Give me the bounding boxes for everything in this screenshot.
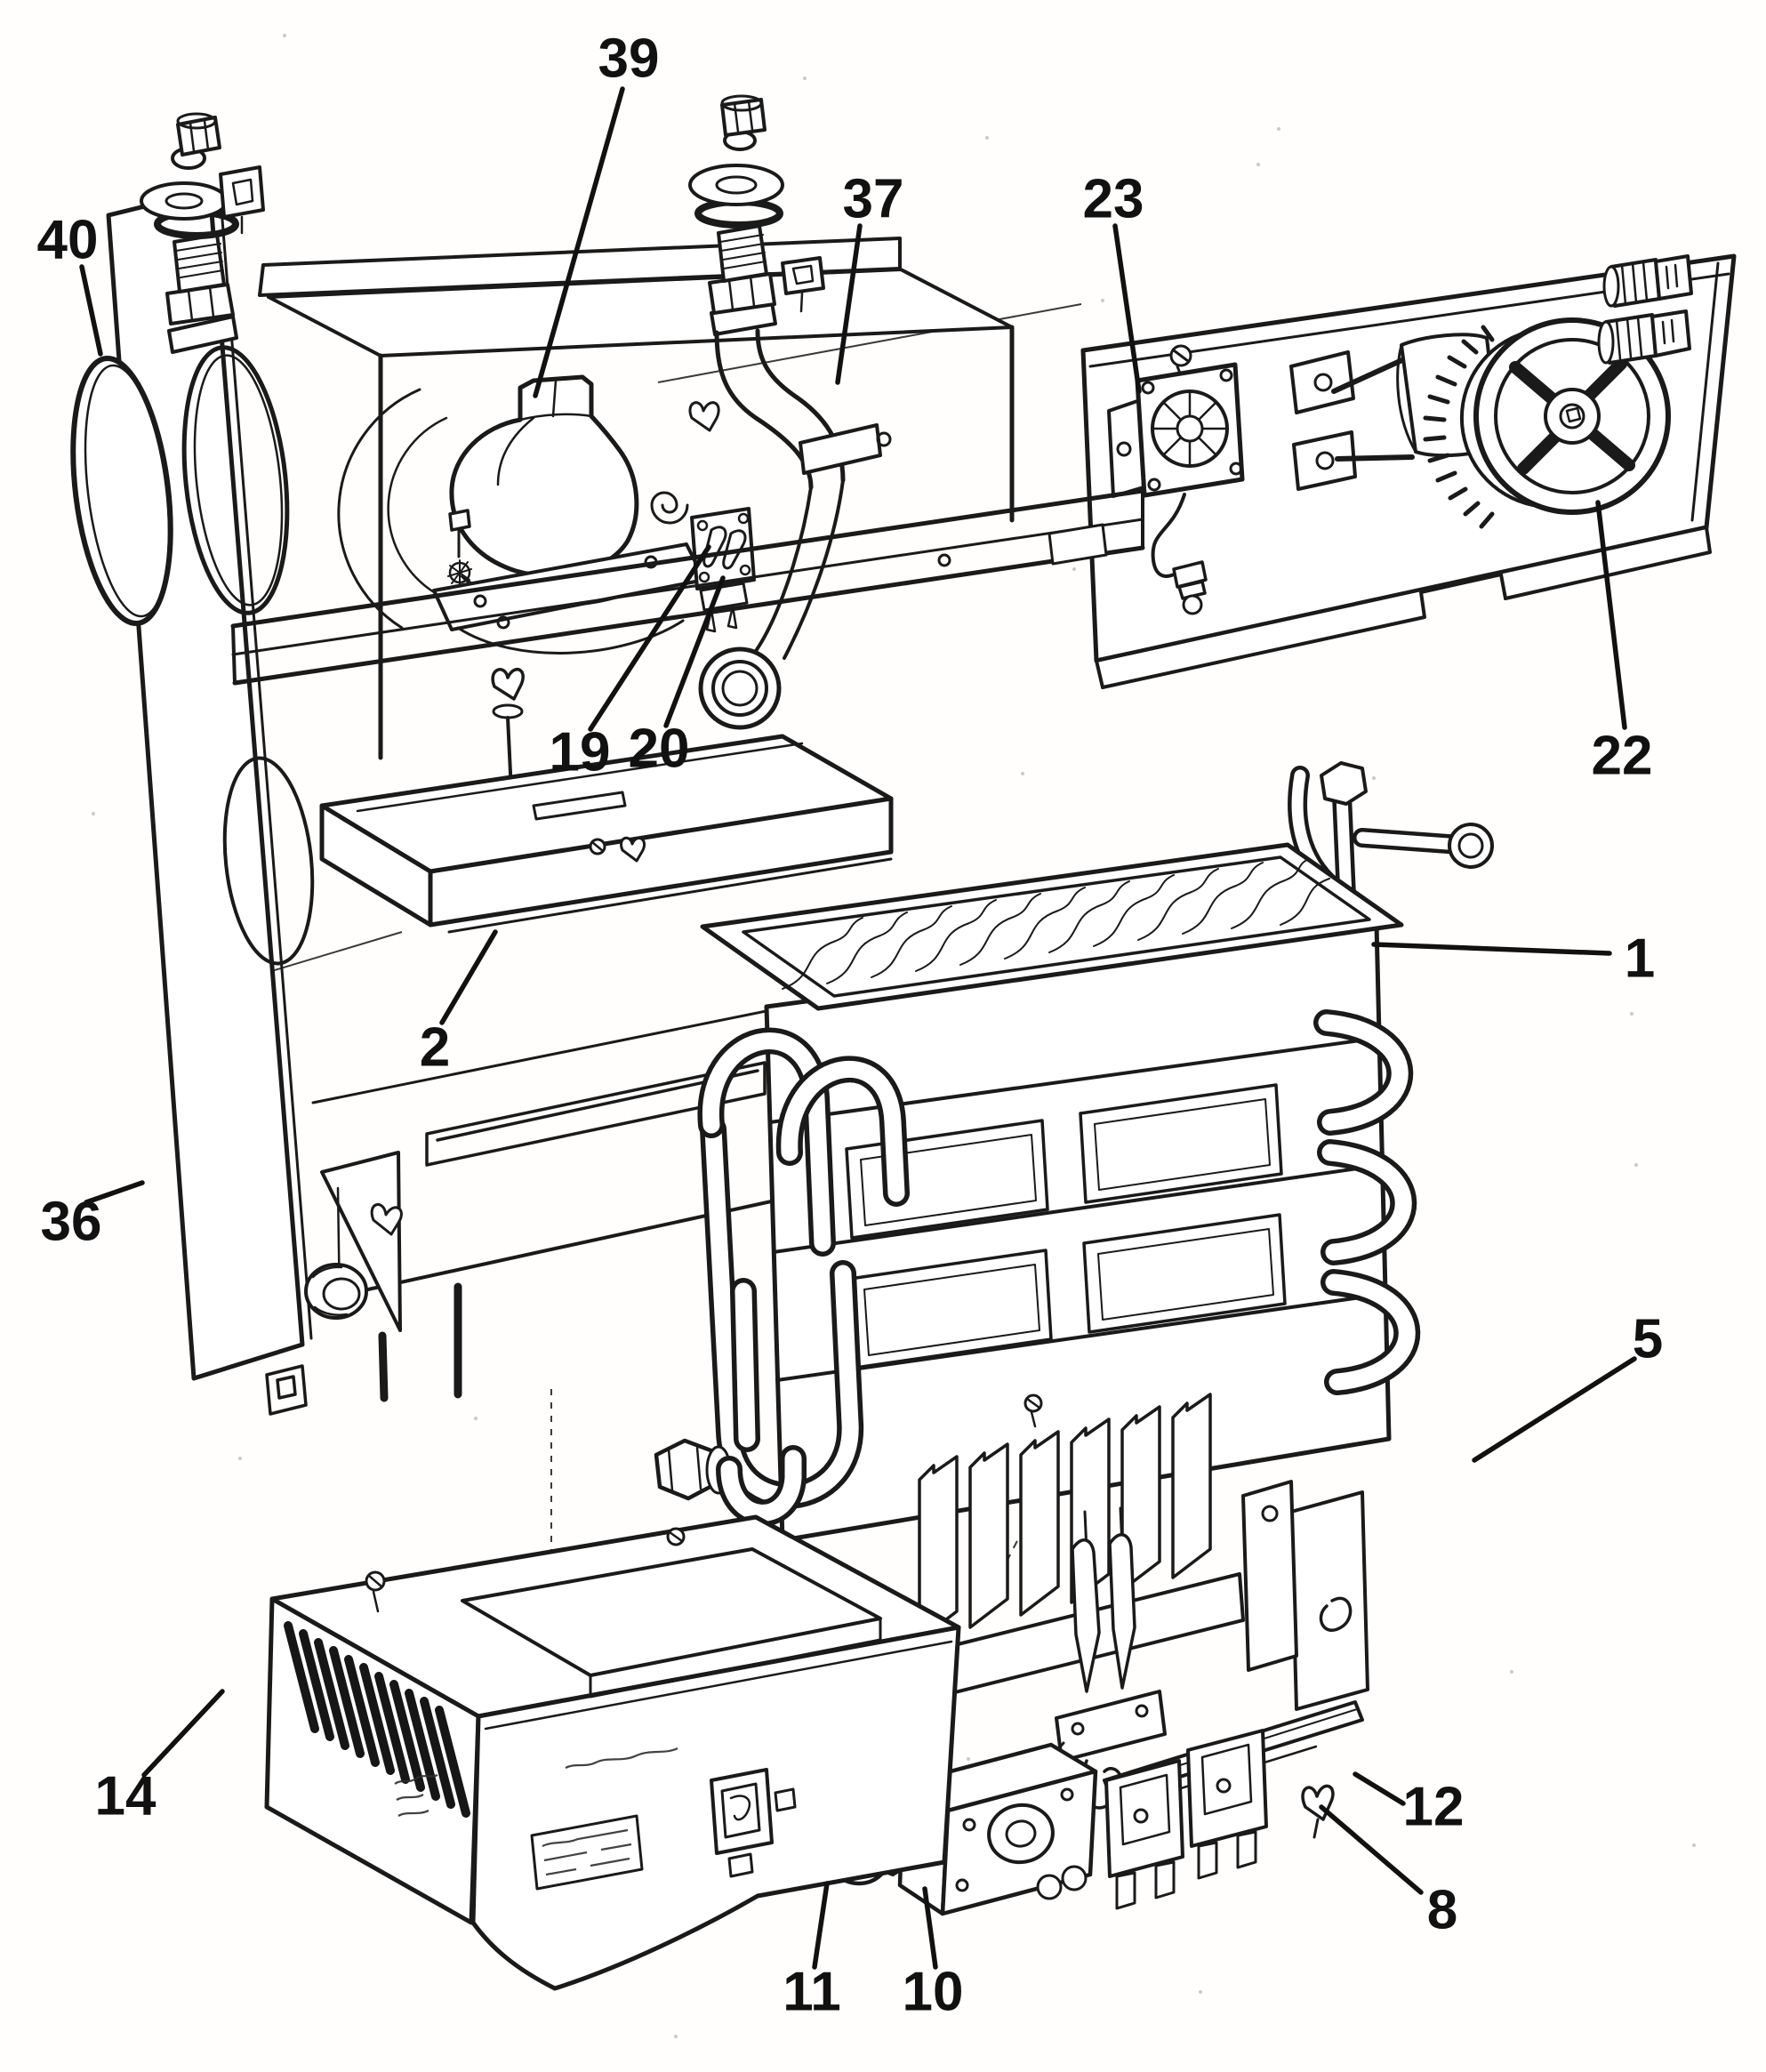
callout-20-pilot-assembly: 20 [629,575,726,780]
leader-line-10 [922,1886,938,1970]
leader-line-40 [79,264,103,357]
leader-line-11 [812,1881,830,1970]
heat-exchanger [654,761,1494,1543]
control-box [264,1514,961,1991]
wing-nut-icon [370,1203,403,1236]
part-number-20: 20 [629,719,690,780]
callout-40-oval-blanking-disc: 40 [37,210,103,357]
leader-line-14 [141,1689,225,1778]
rating-plate [394,1747,678,1891]
callout-5-burner-assembly: 5 [1472,1309,1663,1463]
part-number-23: 23 [1083,169,1144,230]
panel-screw-icon [1169,344,1192,384]
leader-line-8 [1319,1804,1424,1895]
fan-impeller [1423,317,1671,529]
part-number-2: 2 [420,1017,450,1079]
valve-brackets [1104,1729,1268,1910]
part-number-22: 22 [1592,726,1653,787]
callout-23-air-pressure-switch: 23 [1083,169,1144,394]
leader-line-2 [439,929,498,1025]
leader-line-37 [835,223,863,385]
part-number-10: 10 [903,1962,964,2023]
leader-line-23 [1112,223,1142,394]
burner-assembly [910,1393,1369,1839]
baffle-tray [319,734,894,934]
flue-duct [432,374,706,655]
pressure-nipple-icon [1172,560,1208,615]
part-number-36: 36 [41,1192,102,1253]
callout-12-burner-support-rail: 12 [1353,1771,1465,1838]
part-number-8: 8 [1427,1880,1457,1941]
callout-10-gas-valve: 10 [903,1886,964,2023]
part-number-19: 19 [550,722,611,783]
pipe-tapping-stack-right [688,94,784,336]
leader-line-20 [663,575,726,728]
part-number-5: 5 [1633,1309,1663,1370]
leader-line-1 [1371,942,1612,956]
callout-2-baffle-tray: 2 [420,929,498,1079]
drain-elbow-icon [304,1263,368,1320]
part-number-39: 39 [598,28,660,90]
hx-water-pipes [654,1023,1407,1513]
leader-line-39 [533,86,625,398]
bolt-star-washer-icon [447,509,472,586]
leader-line-36 [84,1180,145,1205]
part-number-14: 14 [95,1766,157,1827]
hx-screw-icon [1023,1393,1043,1428]
callout-39-flue-duct: 39 [533,28,660,398]
part-number-37: 37 [843,169,904,230]
oval-blanking-disc [70,355,173,627]
callout-36-outer-case: 36 [41,1180,145,1253]
part-number-40: 40 [37,210,99,271]
floating-screw-icon [365,1570,386,1613]
flue-collector-shelf [230,488,1145,686]
ignition-electrodes [1021,1506,1167,1834]
part-number-12: 12 [1403,1777,1465,1838]
lid-screw-icon [666,1527,686,1546]
leader-line-22 [1595,500,1627,730]
callout-8-wing-screw: 8 [1319,1804,1457,1941]
air-pressure-switch [1107,362,1245,615]
fan-panel-assembly [1080,253,1737,689]
power-switch [710,1768,797,1878]
callout-22-fan-impeller: 22 [1592,500,1653,787]
leader-line-19 [588,544,711,732]
part-number-1: 1 [1625,928,1655,990]
hx-top-connections [1297,761,1494,896]
hx-finned-top [700,842,1404,1011]
vent-slots [284,1621,470,1818]
callout-19-electrode-plate: 19 [550,544,711,783]
leader-line-5 [1472,1356,1637,1463]
part-number-11: 11 [783,1962,841,2023]
capillary-coil-icon [650,491,689,525]
callout-14-control-box: 14 [95,1689,225,1827]
flue-elbow-pipe [698,331,892,730]
connector-plug-icons [1597,254,1693,365]
callout-11-gas-inlet-cock: 11 [783,1881,841,2023]
wing-nut-icon [688,401,720,432]
callout-37-flue-elbow-pipe: 37 [835,169,904,385]
leader-line-12 [1353,1771,1406,1806]
pipe-tapping-stack-left [140,112,239,354]
callout-1-heat-exchanger: 1 [1371,928,1655,990]
combustion-chamber-assembly [219,94,1145,845]
